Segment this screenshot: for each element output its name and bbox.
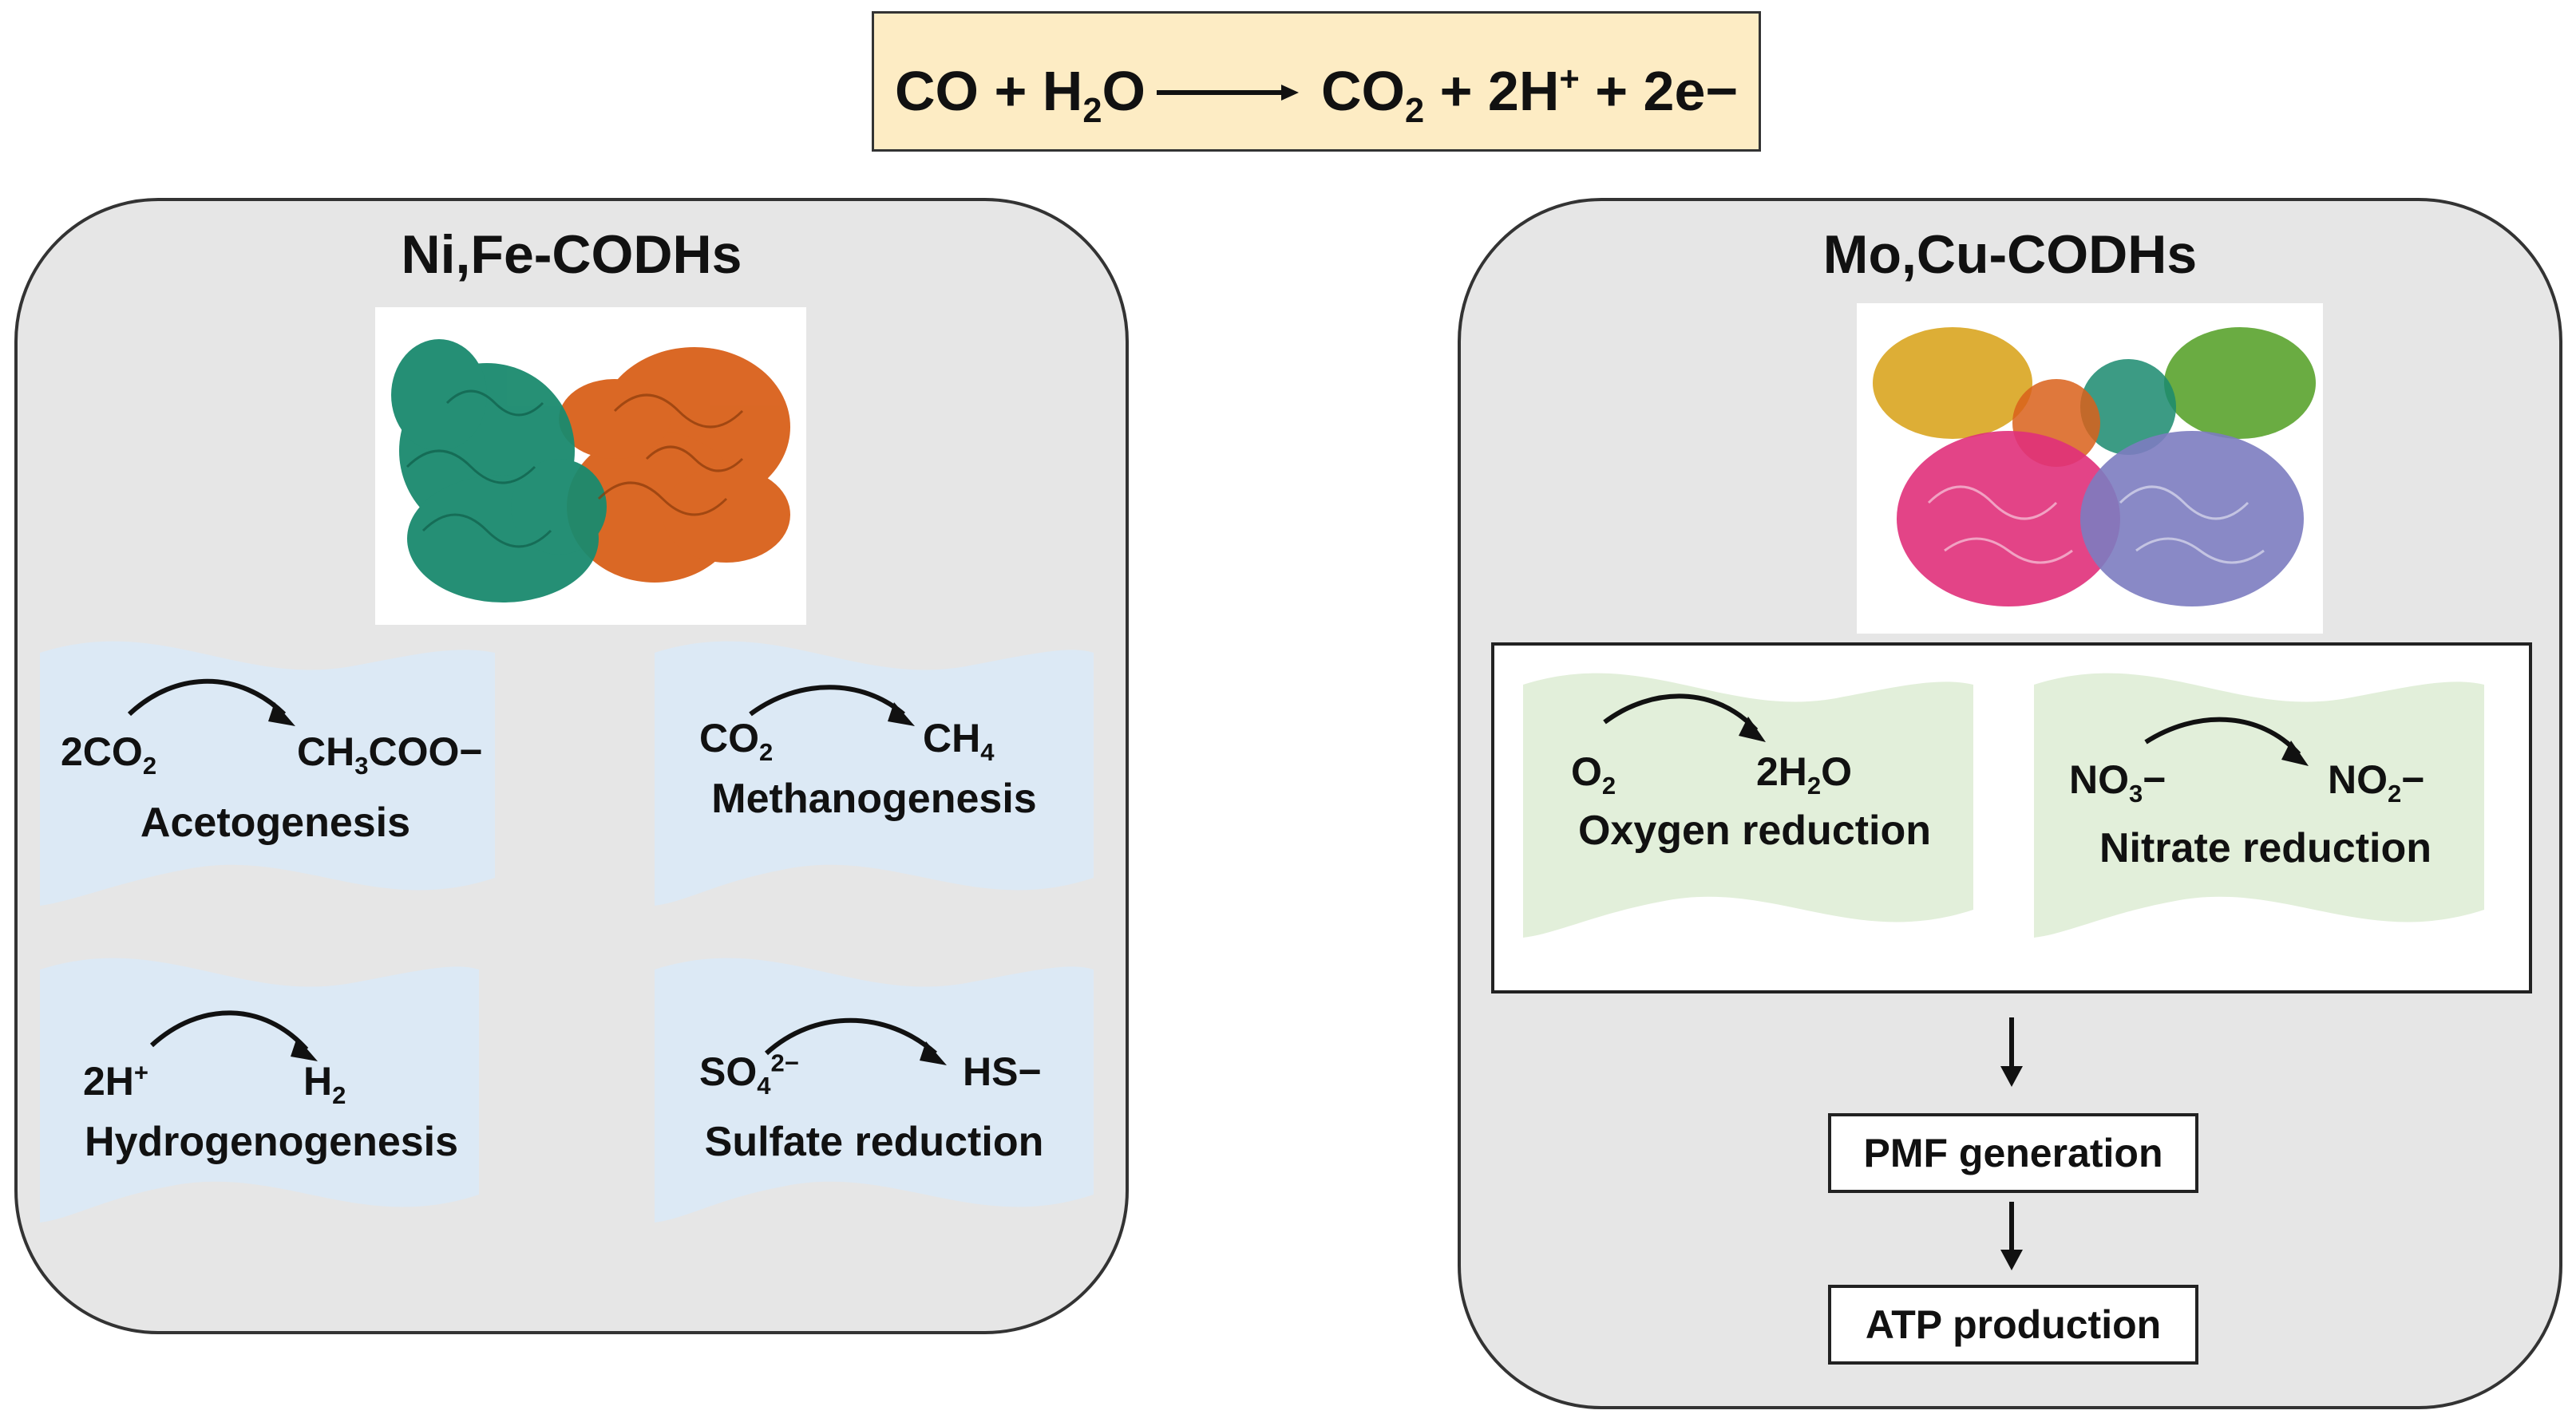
acetogenesis-reactant: 2CO2 [61,729,157,780]
reaction-left-side: CO + H2O [895,60,1146,130]
ni-fe-title: Ni,Fe-CODHs [401,224,742,285]
acetogenesis-product: CH3COO− [297,729,483,780]
atp-production-box: ATP production [1828,1285,2198,1365]
nitrate-reactant: NO3− [2069,757,2166,808]
hydrogenogenesis-product: H2 [303,1059,346,1109]
reaction-right-side: CO2 + 2H+ + 2e− [1321,60,1739,130]
acetogenesis-label: Acetogenesis [140,800,411,846]
methanogenesis-product: CH4 [923,716,995,766]
pmf-generation-box: PMF generation [1828,1113,2198,1193]
hydrogenogenesis-label: Hydrogenogenesis [84,1119,459,1165]
sulfate-reduction-label: Sulfate reduction [704,1119,1044,1165]
nitrate-reduction-label: Nitrate reduction [2099,825,2432,871]
hydrogenogenesis-reactant: 2H+ [83,1058,149,1104]
flag-sulfate-reduction [655,958,1094,1223]
ni-fe-protein-structure-image [375,307,806,625]
oxygen-reactant: O2 [1571,749,1616,800]
overall-reaction-box: CO + H2O CO2 + 2H+ + 2e− [872,11,1761,152]
oxygen-reduction-label: Oxygen reduction [1577,808,1932,854]
reaction-arrow [1157,85,1299,101]
nitrate-product: NO2− [2328,757,2425,808]
mo-cu-title: Mo,Cu-CODHs [1822,224,2198,285]
flag-nitrate-reduction [2034,673,2484,938]
mo-cu-protein-structure-image [1857,303,2323,634]
flag-hydrogenogenesis [40,958,479,1223]
methanogenesis-label: Methanogenesis [711,776,1037,822]
flag-oxygen-reduction [1523,673,1973,938]
sulfate-product: HS− [963,1049,1042,1094]
sulfate-reactant: SO42− [699,1049,799,1100]
methanogenesis-reactant: CO2 [699,716,774,766]
flag-acetogenesis [40,641,495,906]
oxygen-product: 2H2O [1756,749,1853,800]
